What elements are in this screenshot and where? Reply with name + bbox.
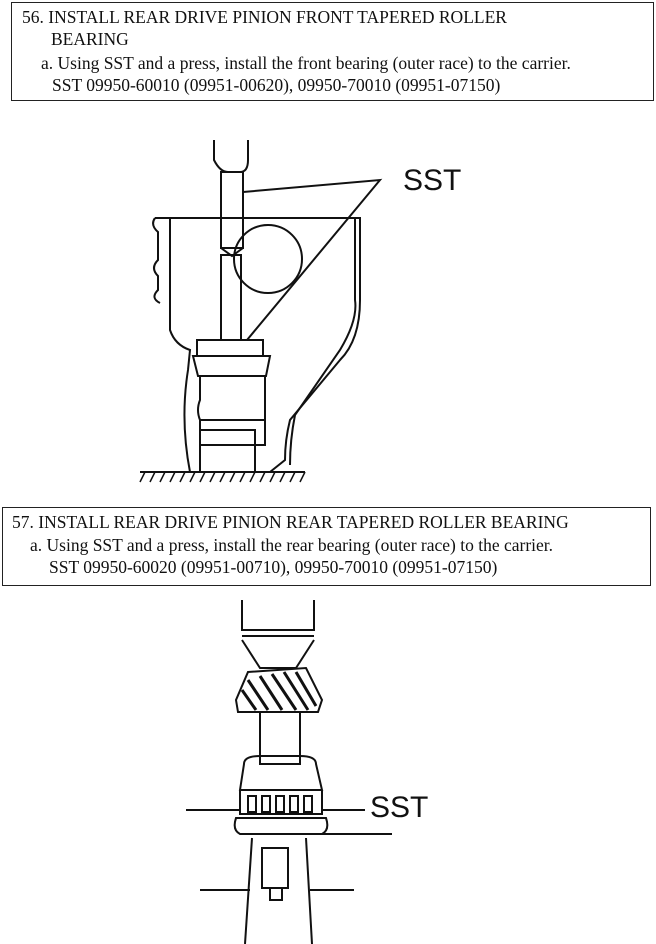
step-57-sst-numbers: SST 09950-60020 (09951-00710), 09950-700… — [49, 557, 498, 577]
step-56-title: 56. INSTALL REAR DRIVE PINION FRONT TAPE… — [22, 7, 507, 27]
step-56-sst-numbers: SST 09950-60010 (09951-00620), 09950-700… — [52, 75, 501, 95]
step-56-substep-a: a. Using SST and a press, install the fr… — [41, 53, 571, 73]
step-57-illustration — [186, 600, 392, 944]
step-56-sst-label: SST — [403, 164, 462, 197]
step-57-substep-a: a. Using SST and a press, install the re… — [30, 535, 554, 555]
step-56-illustration — [139, 140, 383, 483]
step-57-sst-label: SST — [370, 791, 429, 824]
step-57-instruction-box: 57. INSTALL REAR DRIVE PINION REAR TAPER… — [2, 507, 651, 586]
step-57-title: 57. INSTALL REAR DRIVE PINION REAR TAPER… — [12, 512, 569, 532]
step-56-instruction-box: 56. INSTALL REAR DRIVE PINION FRONT TAPE… — [11, 2, 654, 101]
step-56-title-cont: BEARING — [51, 29, 129, 49]
